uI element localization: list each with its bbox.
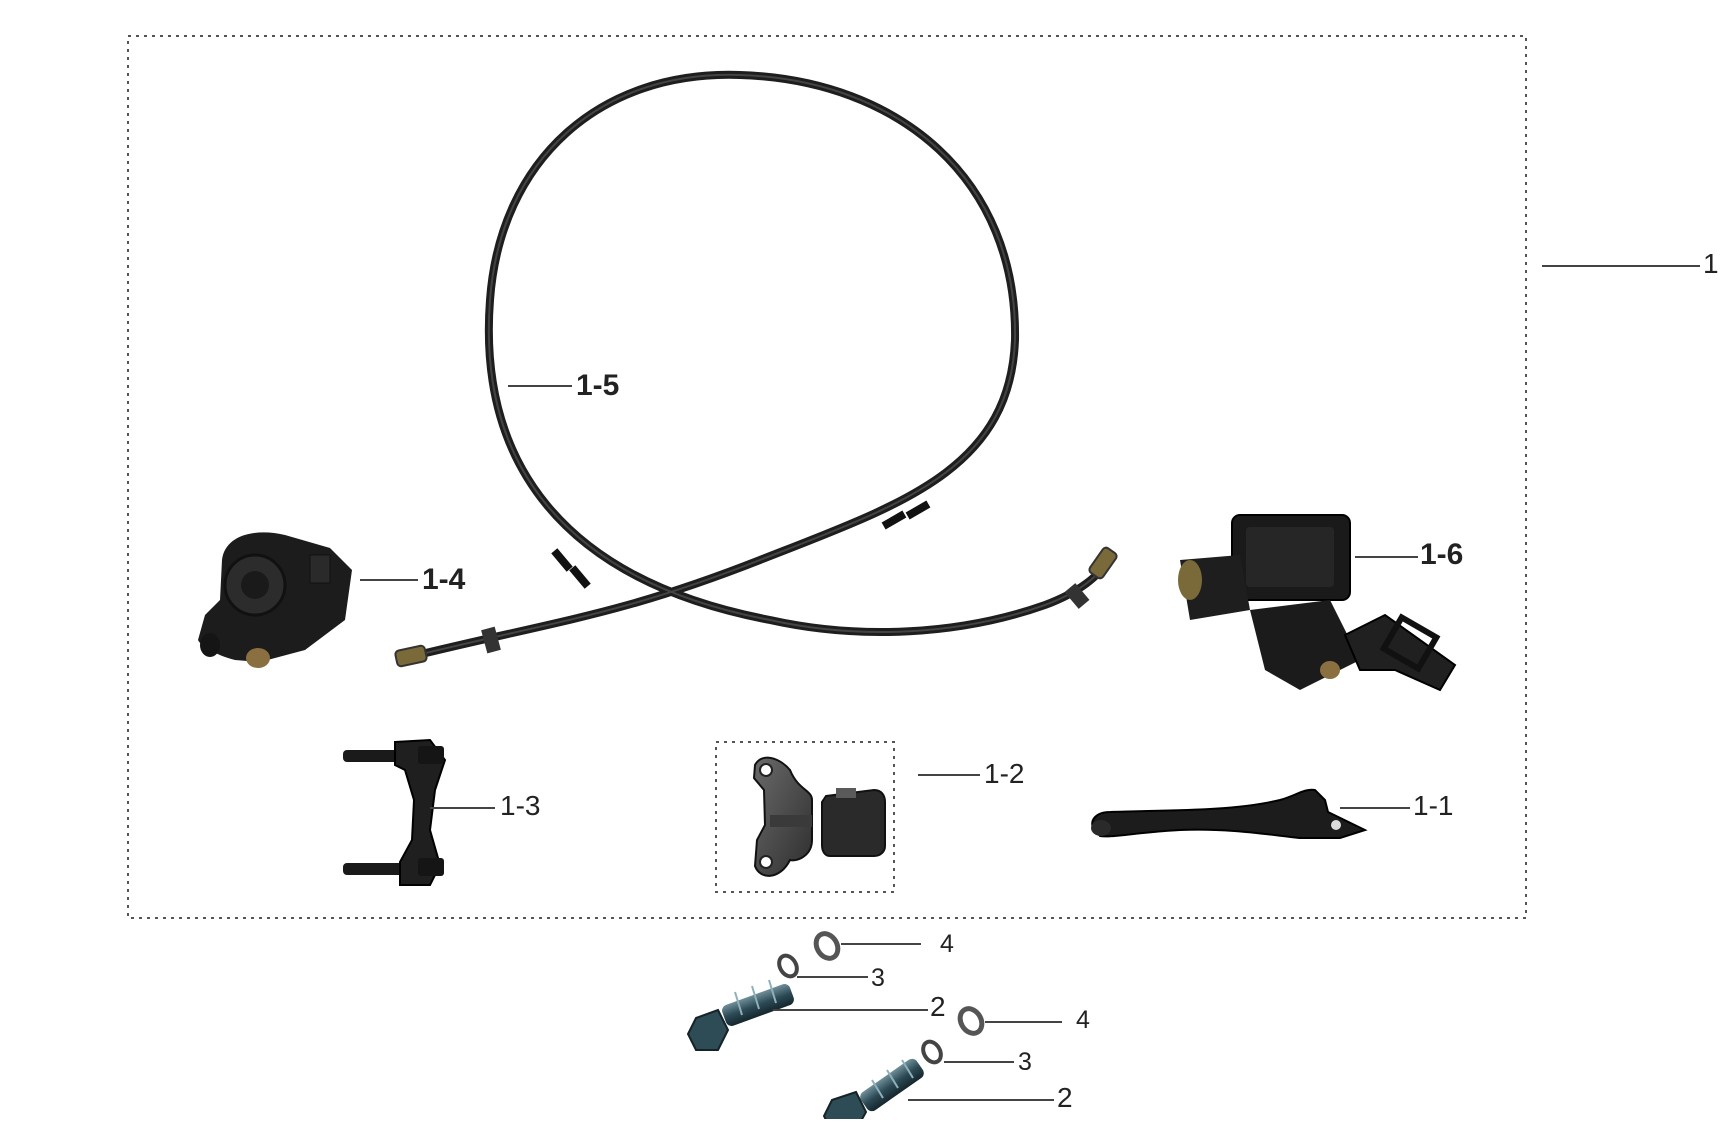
bolt-upper [686, 979, 794, 1051]
callout-caliper-bracket: 1-3 [500, 790, 541, 821]
callout-bolt-upper: 2 [930, 991, 946, 1022]
spring-washer-upper [777, 953, 799, 979]
callout-flat-washer-upper: 4 [940, 930, 954, 958]
callout-brake-hose: 1-5 [576, 369, 620, 402]
bolt-lower [822, 1058, 924, 1124]
callout-lever: 1-1 [1413, 790, 1454, 821]
callout-flat-washer-lower: 4 [1076, 1006, 1090, 1034]
callout-bolt-lower: 2 [1057, 1082, 1073, 1113]
leader-lines [360, 265, 1700, 1101]
callout-brake-pads: 1-2 [984, 758, 1025, 789]
caliper-bracket [343, 738, 447, 886]
assembly-boundary [127, 35, 1527, 919]
brake-pads [715, 741, 895, 893]
brake-caliper [198, 532, 352, 668]
brake-lever [1091, 788, 1368, 839]
spring-washer-lower [921, 1039, 943, 1065]
callout-assembly: 1 [1703, 248, 1719, 279]
master-cylinder [1178, 514, 1457, 692]
callout-master-cylinder: 1-6 [1420, 538, 1464, 571]
callout-spring-washer-upper: 3 [871, 964, 885, 992]
brake-hose [394, 70, 1118, 668]
callout-spring-washer-lower: 3 [1018, 1048, 1032, 1076]
flat-washer-lower [957, 1006, 985, 1036]
flat-washer-upper [813, 931, 841, 961]
callout-caliper: 1-4 [422, 563, 466, 596]
